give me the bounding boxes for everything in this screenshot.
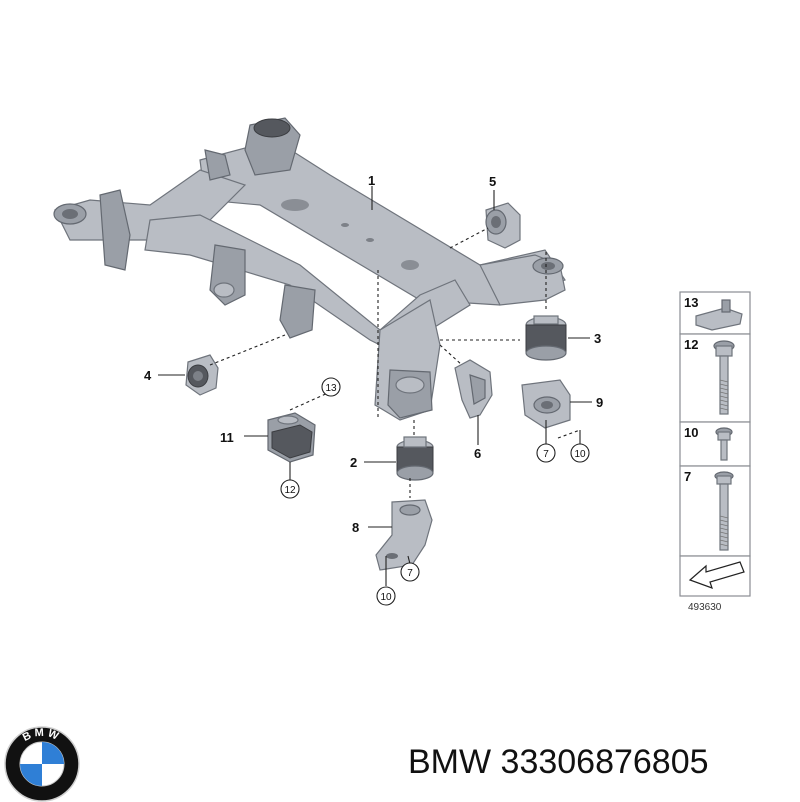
callout-3: 3: [594, 331, 601, 346]
callout-labels: 1 2 3 4 5 6 8 9 11: [144, 173, 603, 535]
direction-arrow-icon: [688, 561, 745, 589]
leader-lines: [158, 186, 592, 586]
bmw-logo: BMW: [4, 726, 80, 802]
callout-6: 6: [474, 446, 481, 461]
callout-9: 9: [596, 395, 603, 410]
part-caption: BMW 33306876805: [408, 743, 709, 781]
circled-references: 13 12 7 10 7 10: [280, 377, 590, 606]
part-2-mount: [396, 436, 434, 481]
fastener-legend: 13 12 10 7 493630: [679, 291, 751, 613]
diagram-reference-number: 493630: [688, 602, 722, 613]
circle-ref-10b: 10: [380, 592, 392, 603]
part-9-bracket: [521, 379, 571, 429]
callout-2: 2: [350, 455, 357, 470]
part-4-bushing: [185, 354, 219, 396]
callout-5: 5: [489, 174, 496, 189]
callout-1: 1: [368, 173, 375, 188]
rear-subframe: [53, 117, 566, 421]
legend-row-7: 7: [684, 469, 691, 484]
circle-ref-7a: 7: [543, 449, 549, 460]
circle-ref-13: 13: [325, 383, 337, 394]
legend-row-12: 12: [684, 337, 698, 352]
part-11-block: [267, 412, 316, 463]
circle-ref-12: 12: [284, 485, 296, 496]
legend-row-10: 10: [684, 425, 698, 440]
part-3-mount: [525, 315, 567, 361]
callout-11: 11: [220, 430, 234, 445]
legend-row-13: 13: [684, 295, 698, 310]
callout-4: 4: [144, 368, 152, 383]
part-6-bracket: [454, 359, 493, 419]
circle-ref-7b: 7: [407, 568, 413, 579]
callout-8: 8: [352, 520, 359, 535]
part-8-plate: [375, 499, 433, 571]
part-5-bushing: [485, 202, 521, 249]
logo-lettering: BMW: [21, 727, 63, 744]
circle-ref-10a: 10: [574, 449, 586, 460]
